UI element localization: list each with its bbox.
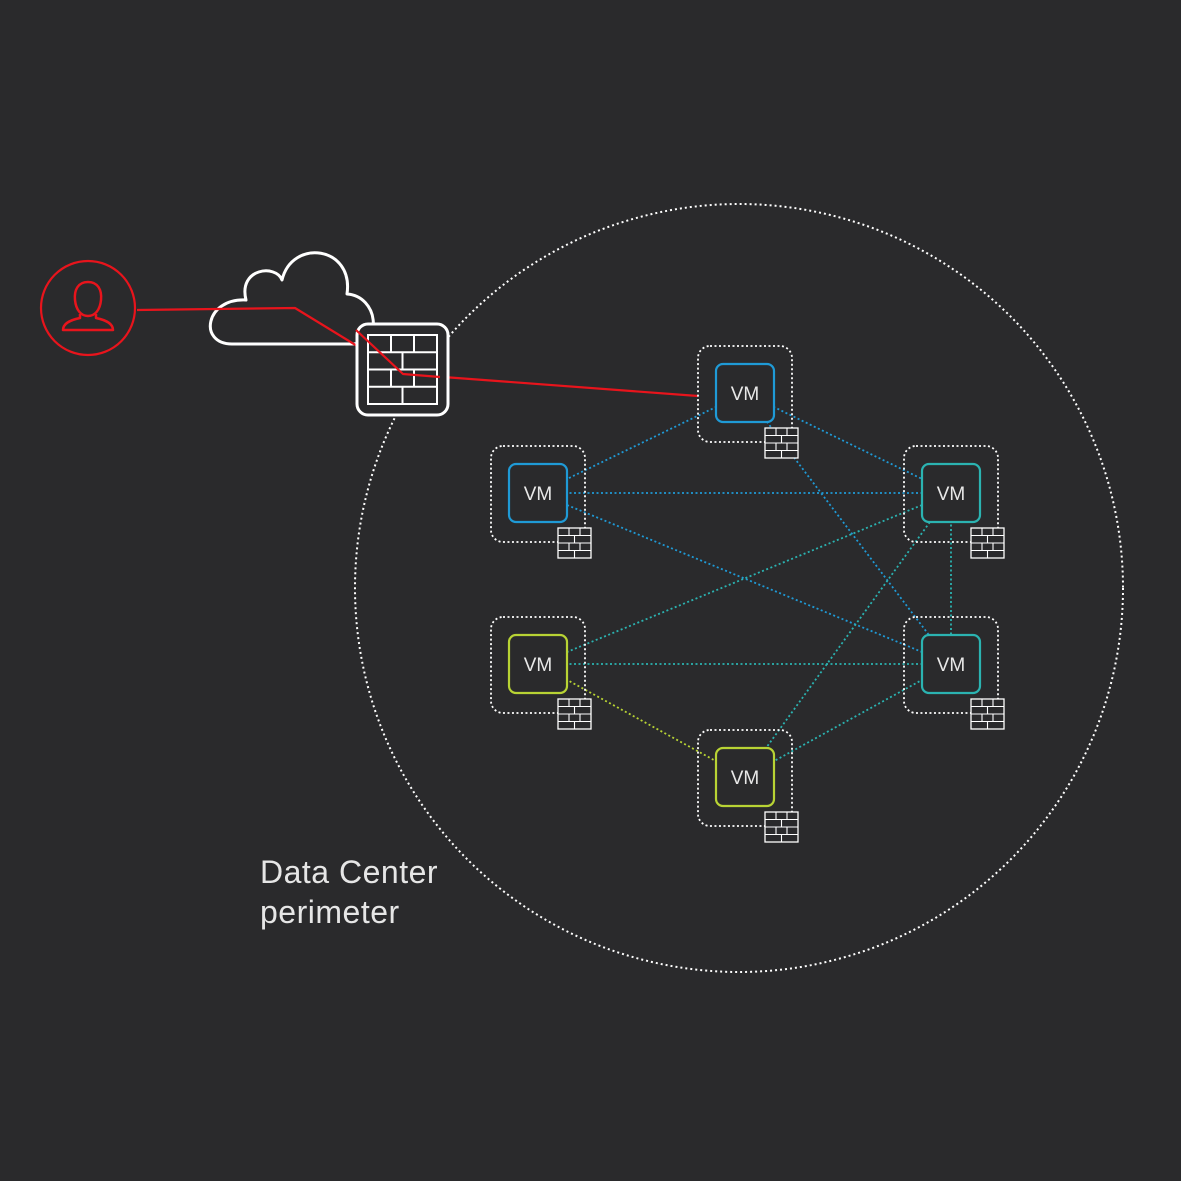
- vm-nodes: VM VM VM VM VM VM: [490, 345, 1005, 843]
- vm-lower-right: VM: [903, 616, 1005, 730]
- connection-vm-top-vm-upper-right: [744, 392, 952, 494]
- firewall-icon: [764, 427, 799, 459]
- vm-lower-right-label: VM: [937, 655, 966, 676]
- vm-bottom: VM: [697, 729, 799, 843]
- firewall-icon: [557, 698, 592, 730]
- connection-vm-lower-left-vm-bottom: [537, 663, 746, 778]
- vm-bottom-label: VM: [731, 768, 760, 789]
- connection-vm-top-vm-upper-left: [537, 392, 746, 494]
- attack-path: [136, 306, 699, 398]
- connection-vm-lower-right-vm-bottom: [744, 663, 952, 778]
- cloud-icon: [208, 251, 375, 346]
- perimeter-label-line2: perimeter: [260, 894, 400, 930]
- firewall-icon: [970, 527, 1005, 559]
- attack-path-overlay: [355, 329, 441, 379]
- perimeter-label: Data Center perimeter: [260, 852, 438, 932]
- vm-upper-left: VM: [490, 445, 592, 559]
- vm-upper-left-box: [507, 462, 569, 524]
- vm-lower-left-label: VM: [524, 655, 553, 676]
- vm-top-box: [714, 362, 776, 424]
- vm-lower-left: VM: [490, 616, 592, 730]
- vm-upper-right-box: [920, 462, 982, 524]
- firewall-icon: [764, 811, 799, 843]
- perimeter-label-line1: Data Center: [260, 854, 439, 890]
- datacenter-perimeter: [354, 203, 1124, 973]
- user-icon: [39, 259, 137, 357]
- vm-connections: [537, 392, 952, 778]
- vm-lower-left-box: [507, 633, 569, 695]
- vm-lower-right-box: [920, 633, 982, 695]
- vm-upper-right: VM: [903, 445, 1005, 559]
- firewall-icon: [557, 527, 592, 559]
- connection-vm-upper-right-vm-bottom: [744, 492, 952, 778]
- vm-bottom-box: [714, 746, 776, 808]
- vm-upper-left-label: VM: [524, 484, 553, 505]
- firewall-icon: [355, 322, 450, 417]
- vm-top-label: VM: [731, 384, 760, 405]
- vm-top: VM: [697, 345, 799, 459]
- connection-vm-top-vm-lower-right: [744, 392, 952, 665]
- vm-upper-right-label: VM: [937, 484, 966, 505]
- firewall-icon: [970, 698, 1005, 730]
